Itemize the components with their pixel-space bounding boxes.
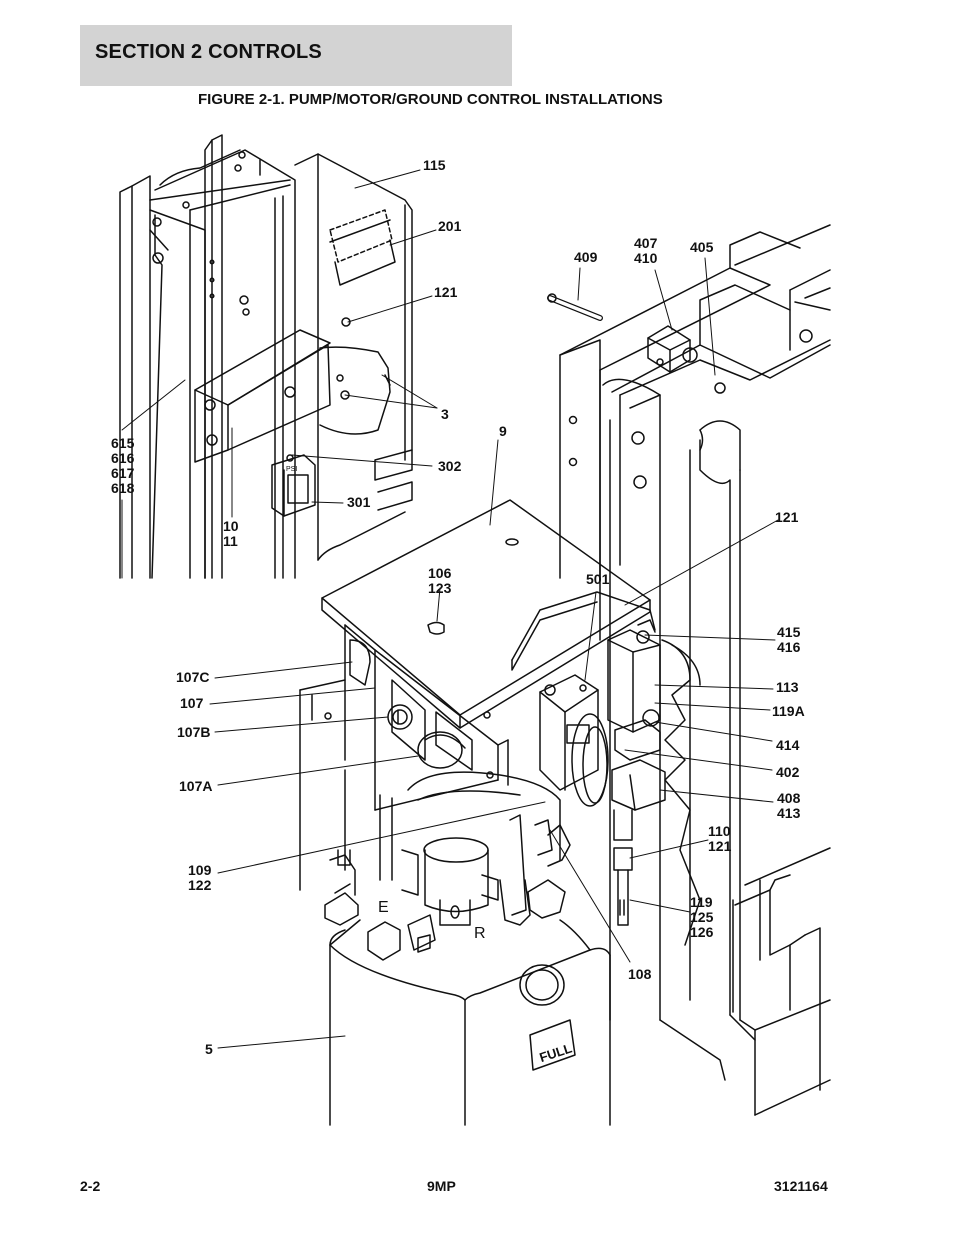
callout-110-121: 110 121 (708, 823, 732, 854)
callout-615-618: 615 616 617 618 (111, 435, 135, 496)
control-box-115 (294, 153, 413, 561)
callout-115: 115 (423, 157, 446, 173)
callout-5: 5 (205, 1041, 213, 1057)
pump-motor (299, 679, 571, 961)
callout-107: 107 (180, 695, 204, 711)
callout-9: 9 (499, 423, 507, 439)
callout-121-right: 121 (775, 509, 799, 525)
limit-switch-407 (547, 293, 726, 394)
pressure-gauge-301 (271, 454, 316, 517)
callout-119-125-126: 119 125 126 (690, 894, 714, 940)
callout-106-123: 106 123 (428, 565, 452, 596)
callout-121-upper: 121 (434, 284, 458, 300)
figure-title: FIGURE 2-1. PUMP/MOTOR/GROUND CONTROL IN… (198, 91, 663, 108)
gauge-marking: PSI (286, 466, 297, 473)
right-mast (559, 224, 831, 1116)
mount-plate-9 (321, 499, 651, 729)
section-header-band (80, 25, 512, 86)
valve-assembly-113 (607, 619, 701, 946)
mounting-bracket (194, 329, 331, 463)
callout-107b: 107B (177, 724, 211, 740)
callout-201: 201 (438, 218, 462, 234)
callout-119a: 119A (772, 703, 805, 719)
document-number: 3121164 (774, 1178, 828, 1194)
callout-302: 302 (438, 458, 462, 474)
callout-501: 501 (586, 571, 610, 587)
bracket-501 (511, 591, 656, 807)
model-name: 9MP (427, 1178, 456, 1194)
callout-408-413: 408 413 (777, 790, 801, 821)
callout-leaders (121, 169, 779, 1049)
callout-415-416: 415 416 (777, 624, 801, 655)
ground-control-panel (344, 624, 509, 811)
callout-107a: 107A (179, 778, 213, 794)
callout-107c: 107C (176, 669, 210, 685)
callout-113: 113 (776, 679, 799, 695)
callout-407-410: 407 410 (634, 235, 658, 266)
page-number: 2-2 (80, 1178, 101, 1194)
valve-mark-e: E (378, 899, 389, 916)
valve-mark-r: R (474, 925, 486, 942)
callout-405: 405 (690, 239, 714, 255)
callout-301: 301 (347, 494, 371, 510)
left-mast (119, 134, 296, 579)
callout-402: 402 (776, 764, 800, 780)
hydraulic-reservoir: FULL (329, 919, 611, 1126)
callout-109-122: 109 122 (188, 862, 212, 893)
section-title: SECTION 2 CONTROLS (95, 41, 322, 63)
callout-10-11: 10 11 (223, 518, 239, 549)
callout-409: 409 (574, 249, 598, 265)
callout-414: 414 (776, 737, 800, 753)
callout-108: 108 (628, 966, 652, 982)
callout-3: 3 (441, 406, 449, 422)
